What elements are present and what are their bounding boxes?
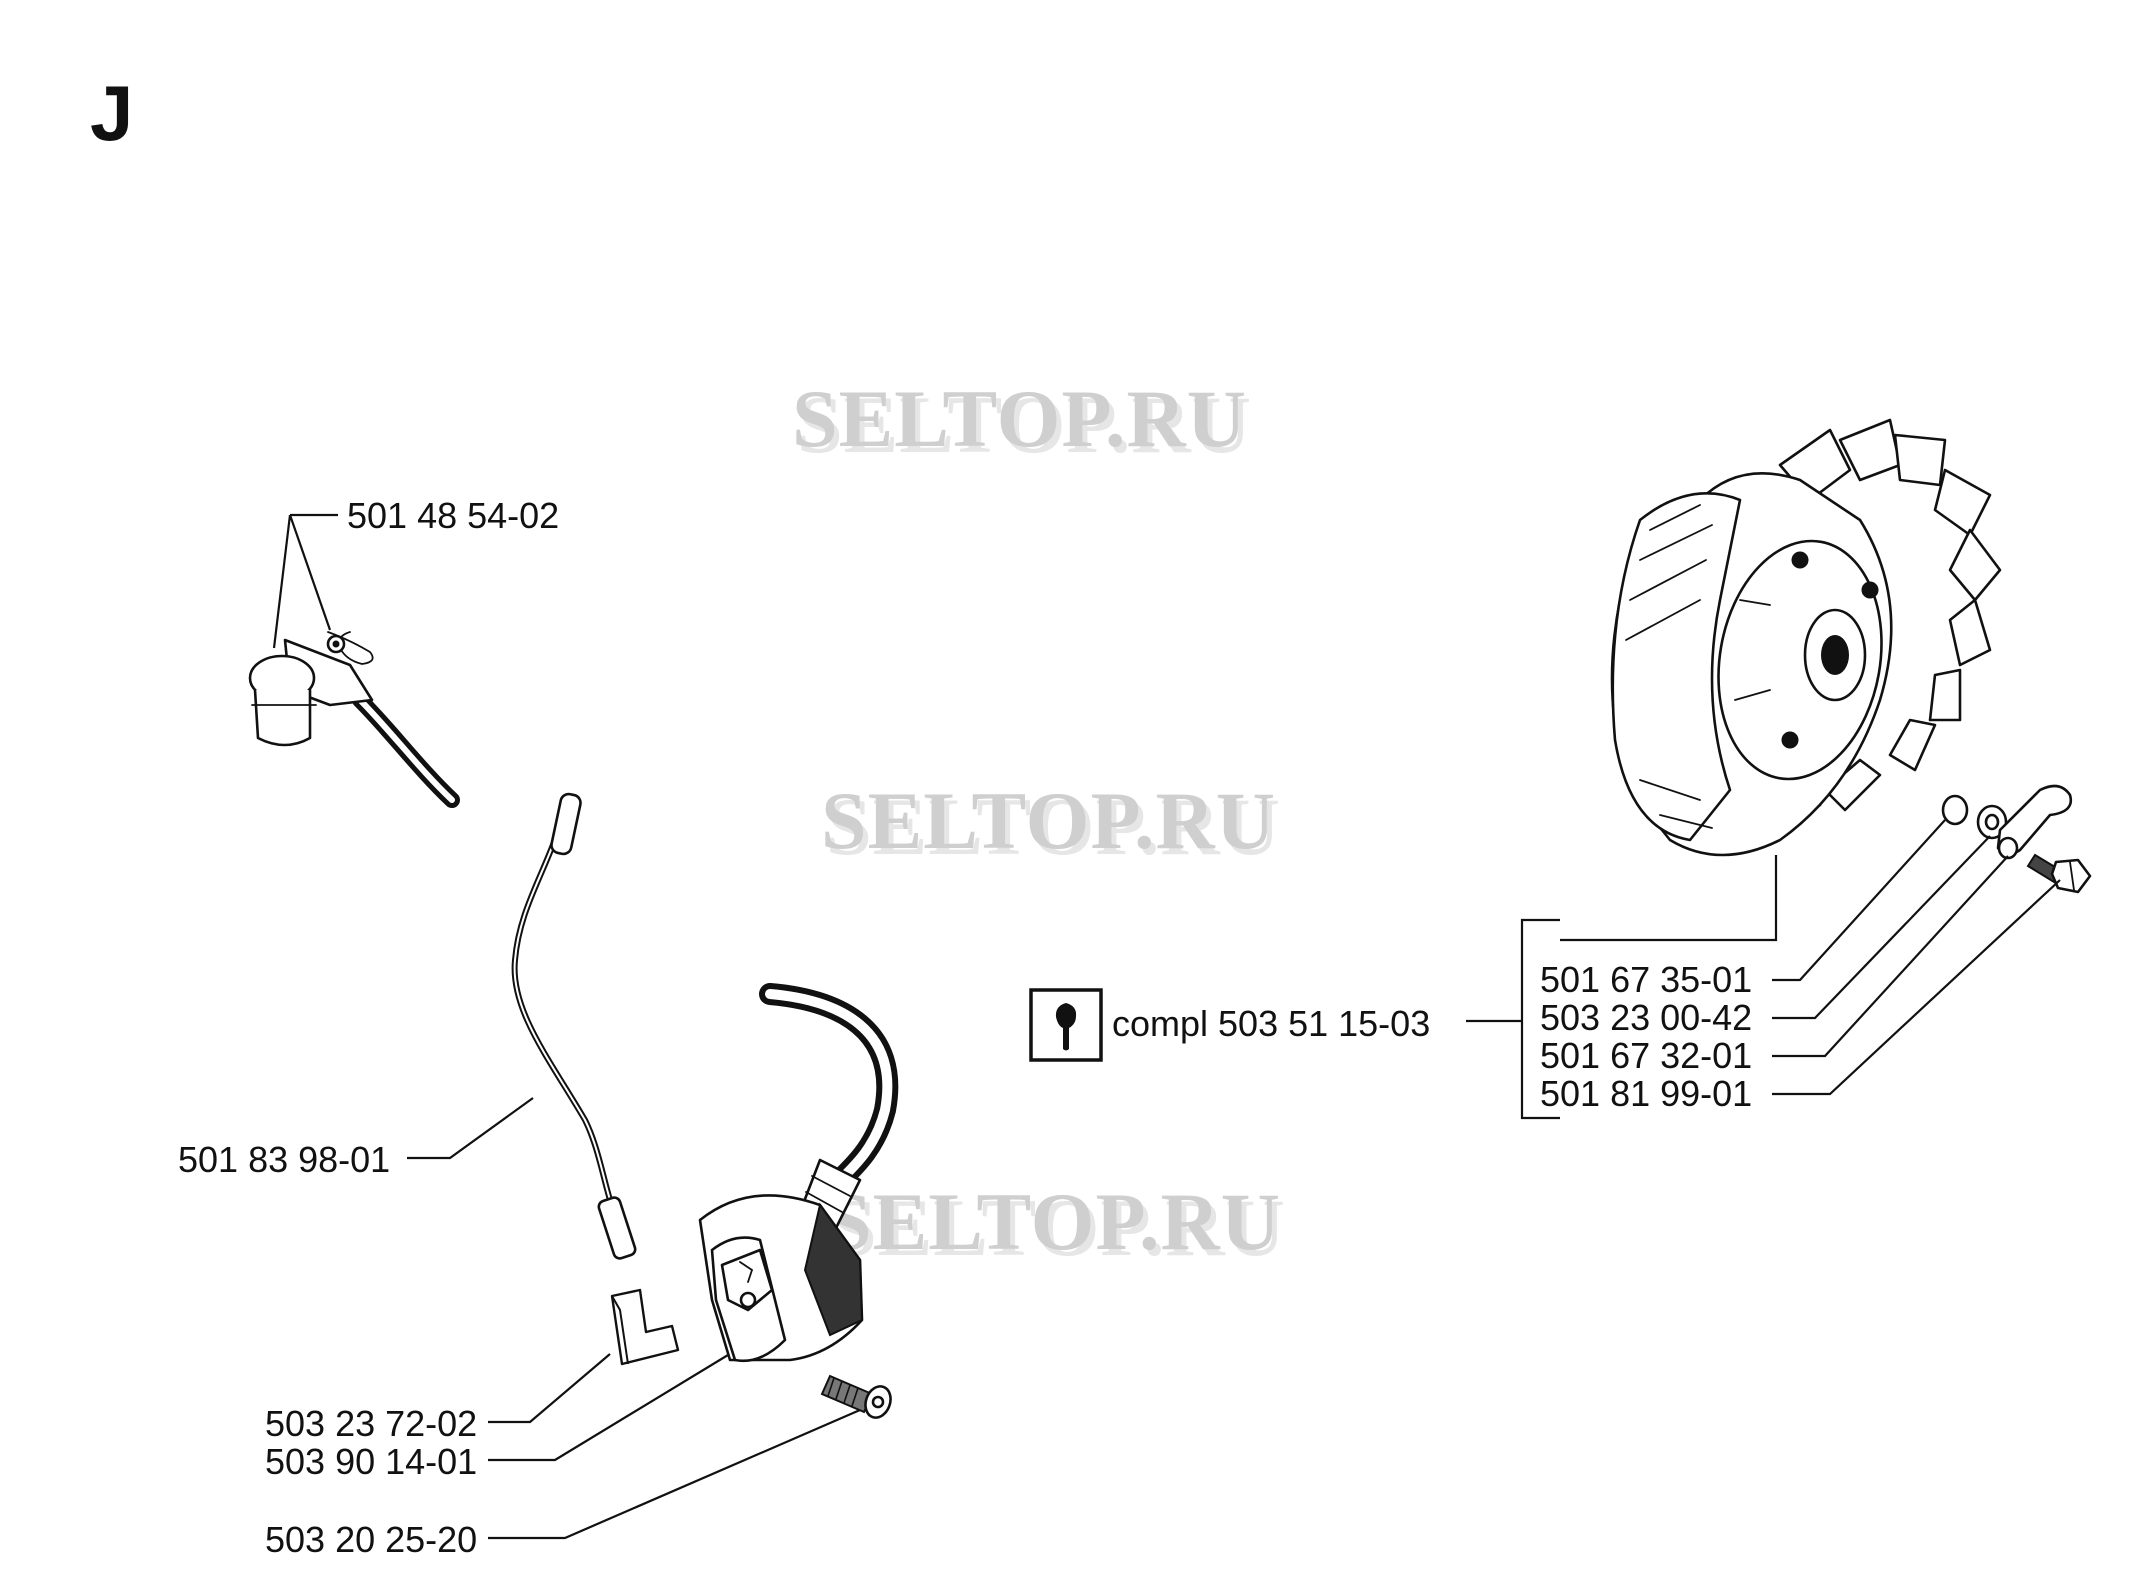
ignition-module-drawing [698, 983, 899, 1363]
svg-text:SELTOP.RU: SELTOP.RU [792, 373, 1247, 464]
flywheel-group-bracket [1466, 819, 2061, 1120]
label-cable: 501 83 98-01 [178, 1139, 390, 1180]
svg-text:SELTOP.RU: SELTOP.RU [826, 781, 1281, 872]
leader-screw [488, 1408, 861, 1540]
switch-assembly-drawing [248, 631, 460, 808]
watermark-middle: SELTOP.RU SELTOP.RU [821, 775, 1281, 872]
label-flywheel-item-1: 501 67 35-01 [1540, 959, 1752, 1000]
label-switch-assembly: 501 48 54-02 [347, 495, 559, 536]
label-module-screw: 503 20 25-20 [265, 1519, 477, 1560]
label-flywheel-item-2: 503 23 00-42 [1540, 997, 1752, 1038]
label-flywheel-item-3: 501 67 32-01 [1540, 1035, 1752, 1076]
watermark-top: SELTOP.RU SELTOP.RU [792, 373, 1252, 470]
leader-spacer [488, 1353, 611, 1424]
module-screw-drawing [820, 1374, 892, 1419]
svg-text:SELTOP.RU: SELTOP.RU [826, 1176, 1281, 1267]
leader-module [488, 1354, 729, 1462]
svg-text:SELTOP.RU: SELTOP.RU [831, 1182, 1286, 1273]
spacer-l-drawing [610, 1288, 680, 1366]
section-letter: J [90, 69, 133, 157]
label-spacer-l: 503 23 72-02 [265, 1403, 477, 1444]
cable-drawing [511, 792, 637, 1260]
label-flywheel-item-4: 501 81 99-01 [1540, 1073, 1752, 1114]
svg-text:SELTOP.RU: SELTOP.RU [797, 379, 1252, 470]
watermark-bottom: SELTOP.RU SELTOP.RU [826, 1176, 1286, 1273]
svg-text:SELTOP.RU: SELTOP.RU [821, 775, 1276, 866]
label-ignition-module: 503 90 14-01 [265, 1441, 477, 1482]
leader-cable [407, 1097, 534, 1160]
wrench-icon [1029, 988, 1103, 1062]
label-flywheel-kit: compl 503 51 15-03 [1112, 1003, 1430, 1044]
flywheel-fasteners-drawing [1941, 784, 2092, 894]
leader-switch [272, 513, 338, 649]
flywheel-drawing [1610, 418, 2002, 857]
